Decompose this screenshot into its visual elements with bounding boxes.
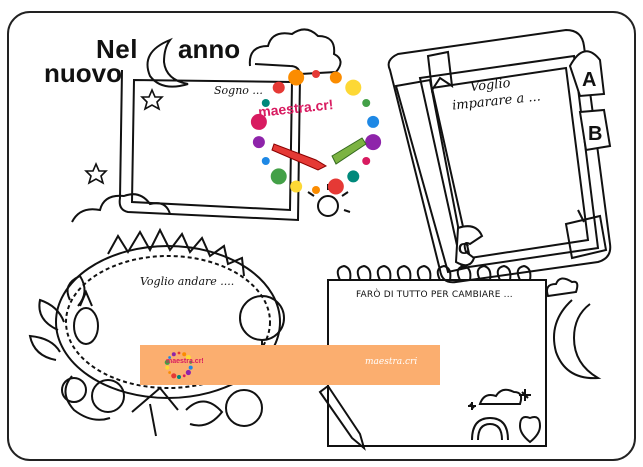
- title-nel: Nel: [96, 34, 138, 64]
- moon-icon: [146, 37, 189, 88]
- logo-dot: [345, 79, 362, 96]
- banner-logo-icon: [164, 351, 193, 379]
- page-border: [7, 11, 636, 461]
- dream-label: Sogno ...: [214, 84, 263, 97]
- logo-dot: [312, 70, 320, 78]
- title-nuovo: nuovo: [44, 58, 122, 88]
- banner-logo-text: maestra.cr!: [166, 358, 204, 365]
- watermark-banner: maestra.cr! maestra.cri: [140, 345, 440, 385]
- logo-dot: [252, 136, 265, 149]
- logo-dot: [347, 170, 360, 183]
- logo-dot: [182, 352, 187, 357]
- notebook-frame: [318, 264, 602, 451]
- logo-dot: [362, 157, 371, 165]
- logo-dot: [329, 71, 342, 84]
- travel-label: Voglio andare ....: [140, 275, 235, 288]
- banner-brand-text: maestra.cri: [365, 357, 418, 367]
- logo-dot: [168, 356, 172, 359]
- logo-dot: [189, 360, 193, 364]
- title-anno: anno: [178, 34, 241, 64]
- logo-dot: [261, 99, 270, 107]
- book-frame: [387, 28, 612, 284]
- logo-dot: [312, 186, 320, 194]
- logo-dot: [272, 81, 285, 94]
- logo-dot: [367, 115, 380, 128]
- logo-dot: [164, 359, 170, 365]
- logo-dot: [171, 352, 176, 357]
- logo-dot: [327, 178, 344, 195]
- logo-dot: [168, 371, 172, 374]
- logo-dot: [365, 134, 382, 151]
- logo-dot: [362, 99, 371, 107]
- change-label: FARÒ DI TUTTO PER CAMBIARE ...: [356, 290, 513, 300]
- logo-dot: [165, 365, 170, 370]
- logo-dot: [261, 157, 270, 165]
- logo-dot: [270, 168, 287, 185]
- logo-dot: [288, 69, 305, 86]
- book-letter-a: A: [582, 69, 596, 91]
- star-icon: [140, 87, 164, 111]
- dream-frame: [71, 28, 351, 223]
- logo-dot: [177, 351, 181, 355]
- watermark-logo: [250, 69, 382, 195]
- logo-dot: [171, 373, 177, 379]
- logo-pencils: [271, 137, 367, 171]
- logo-dot: [290, 180, 303, 193]
- letter-blocks: [454, 50, 612, 267]
- logo-dot: [177, 375, 181, 379]
- book-letter-c: C: [458, 241, 470, 258]
- logo-dot: [250, 113, 267, 130]
- travel-frame: [28, 227, 285, 437]
- book-letter-b: B: [588, 123, 602, 145]
- logo-dot: [185, 369, 191, 376]
- star-icon: [84, 161, 108, 185]
- logo-dot: [188, 365, 193, 370]
- logo-dot: [185, 354, 191, 361]
- logo-dot: [182, 374, 186, 378]
